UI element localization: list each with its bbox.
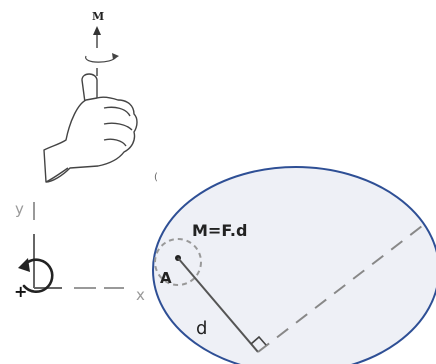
distance-label: d: [196, 318, 207, 339]
x-axis-label: x: [136, 286, 145, 304]
moment-axis-arrow: [93, 26, 101, 76]
moment-axis-label: M: [92, 10, 104, 23]
right-hand-rule-figure: M (: [43, 10, 158, 183]
counterclockwise-rotation-icon: [18, 258, 54, 293]
right-angle-marker: [250, 335, 267, 346]
zoomed-moment-detail: M=F.d A d: [152, 166, 436, 364]
rotation-arrow-icon: [85, 55, 117, 63]
positive-sign-label: +: [14, 282, 27, 301]
force-line-of-action: [257, 225, 423, 353]
moment-formula: M=F.d: [192, 221, 247, 240]
thumbs-up-hand-icon: [43, 73, 138, 183]
rotation-radius-circle: [154, 238, 202, 286]
point-a-label: A: [160, 269, 172, 287]
moment-arm-line: [177, 257, 259, 353]
zoom-ellipse: [152, 166, 436, 364]
axes-figure: y x +: [14, 200, 145, 304]
y-axis-label: y: [15, 200, 24, 218]
svg-text:(: (: [154, 172, 158, 183]
